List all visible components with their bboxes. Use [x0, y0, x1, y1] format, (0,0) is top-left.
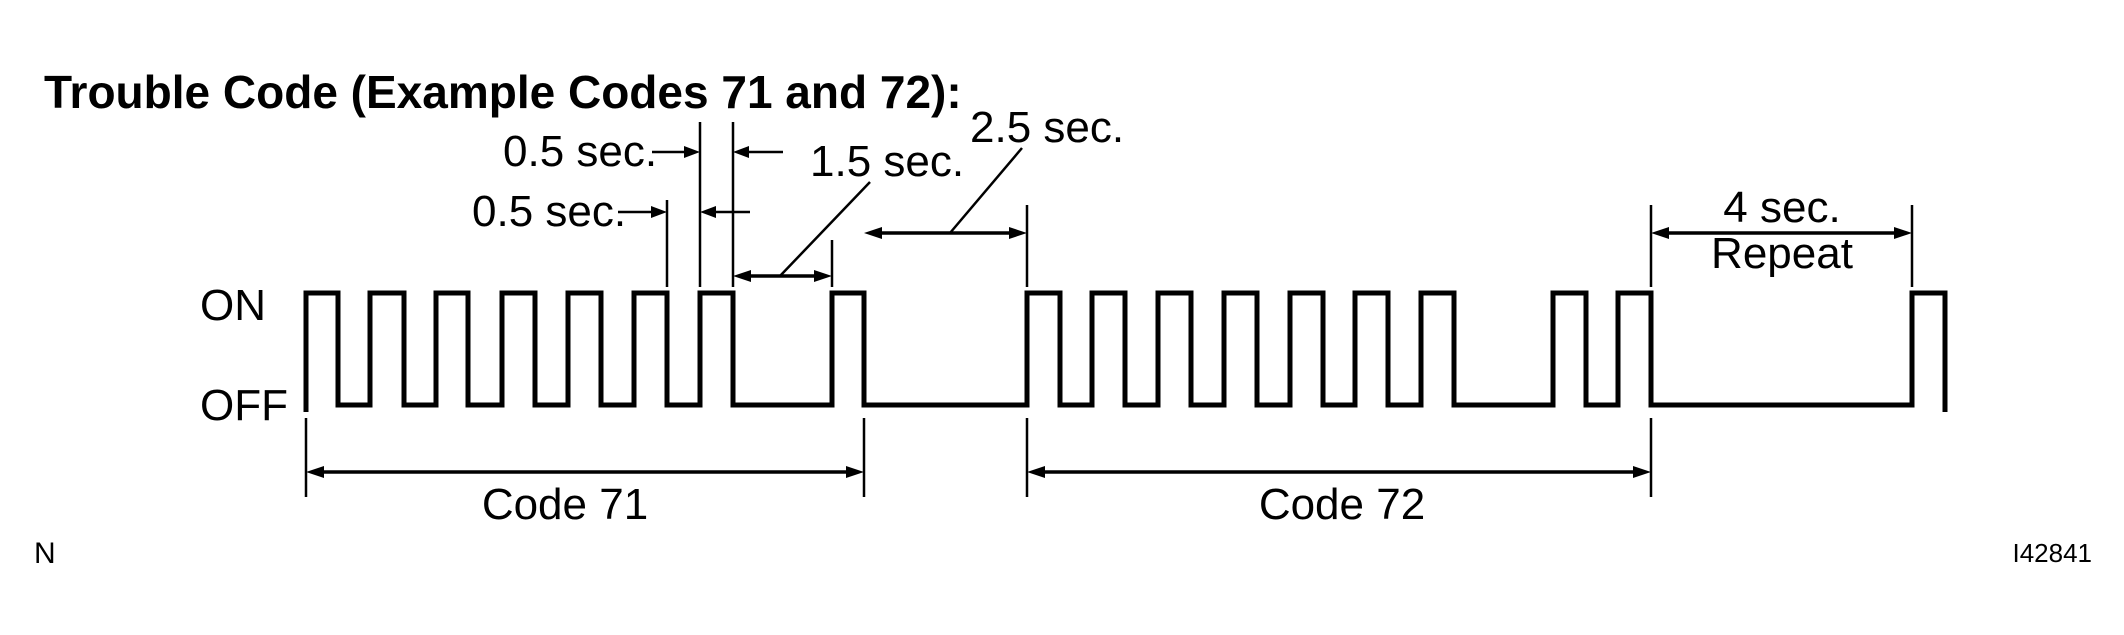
- dimension-arrowhead: [733, 146, 749, 158]
- code-72-label: Code 72: [1259, 480, 1425, 529]
- digit-gap-duration-label: 1.5 sec.: [810, 137, 964, 186]
- dimension-arrowhead: [1633, 466, 1651, 478]
- repeat-gap-duration-label: 4 sec.: [1723, 183, 1840, 232]
- dimension-arrowhead: [733, 270, 751, 282]
- dimension-arrowhead: [846, 466, 864, 478]
- dimension-arrowhead: [1009, 227, 1027, 239]
- leader-line: [949, 147, 1023, 234]
- code-71-label: Code 71: [482, 480, 648, 529]
- code-gap-duration-label: 2.5 sec.: [970, 103, 1124, 152]
- dimension-arrowhead: [864, 227, 882, 239]
- dimension-arrowhead: [814, 270, 832, 282]
- dimension-arrowhead: [1651, 227, 1669, 239]
- dimension-arrowhead: [306, 466, 324, 478]
- corner-mark-left: N: [34, 537, 56, 570]
- signal-waveform: [303, 290, 1948, 412]
- diagram-title: Trouble Code (Example Codes 71 and 72):: [44, 66, 962, 118]
- dimension-arrowhead: [700, 206, 716, 218]
- pulse-on-duration-label: 0.5 sec.: [503, 127, 657, 176]
- off-level-label: OFF: [200, 381, 288, 430]
- on-level-label: ON: [200, 281, 266, 330]
- dimension-arrowhead: [651, 206, 667, 218]
- dimension-arrowhead: [1027, 466, 1045, 478]
- dimension-arrowhead: [684, 146, 700, 158]
- figure-id: I42841: [2012, 538, 2092, 568]
- pulse-off-duration-label: 0.5 sec.: [472, 187, 626, 236]
- leader-line: [779, 181, 871, 277]
- dimension-arrowhead: [1894, 227, 1912, 239]
- repeat-label: Repeat: [1711, 229, 1853, 278]
